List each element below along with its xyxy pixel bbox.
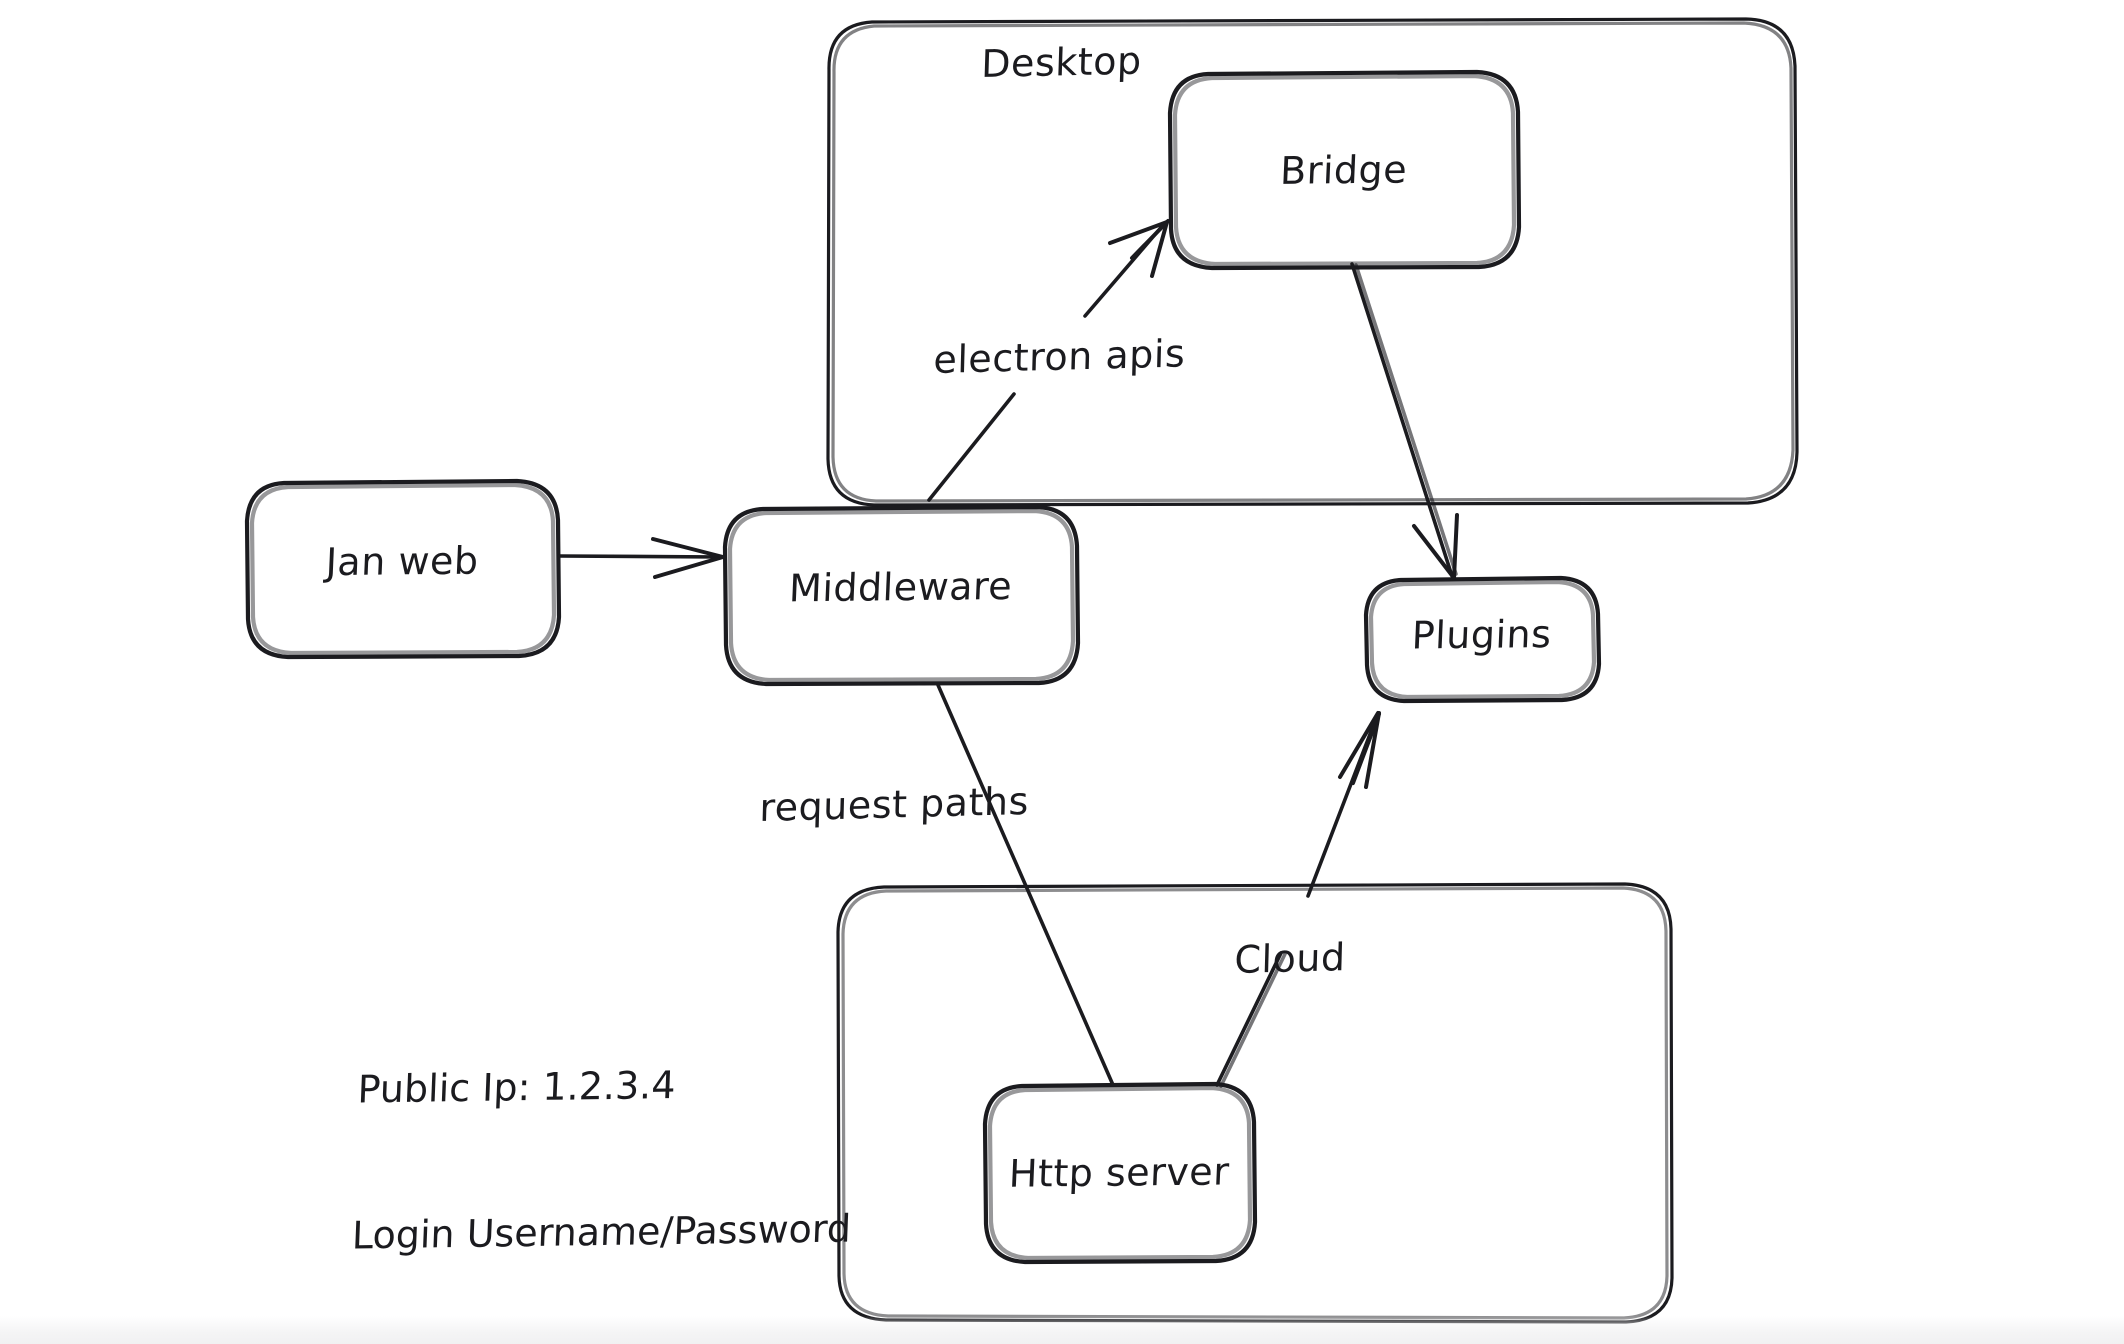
edge-label-electron-apis: electron apis (932, 331, 1186, 382)
node-label-http-server: Http server (1007, 1149, 1231, 1196)
node-jan-web[interactable] (244, 478, 562, 660)
note-credentials: Public Ip: 1.2.3.4 Login Username/Passwo… (347, 962, 861, 1344)
node-label-plugins: Plugins (1410, 612, 1553, 658)
edge-middleware-to-http[interactable] (936, 683, 1115, 1087)
node-label-jan-web: Jan web (324, 538, 480, 585)
edge-middleware-to-bridge[interactable] (927, 219, 1170, 502)
node-plugins[interactable] (1363, 575, 1602, 704)
edge-janweb-to-middleware[interactable] (557, 537, 725, 579)
node-label-middleware: Middleware (788, 563, 1014, 611)
edge-bridge-to-plugins[interactable] (1350, 262, 1459, 580)
edge-label-request-paths: request paths (758, 778, 1030, 830)
node-http-server[interactable] (982, 1081, 1258, 1265)
container-desktop[interactable] (826, 17, 1799, 507)
node-label-bridge: Bridge (1279, 147, 1409, 193)
edge-http-to-plugins[interactable] (1215, 711, 1381, 1088)
node-bridge[interactable] (1167, 69, 1522, 271)
edge-label-cloud: Cloud (1233, 935, 1347, 982)
note-public-ip: Public Ip: 1.2.3.4 (356, 1063, 677, 1112)
node-middleware[interactable] (722, 504, 1081, 687)
container-label-desktop: Desktop (980, 38, 1143, 86)
note-login: Login Username/Password (351, 1206, 852, 1258)
